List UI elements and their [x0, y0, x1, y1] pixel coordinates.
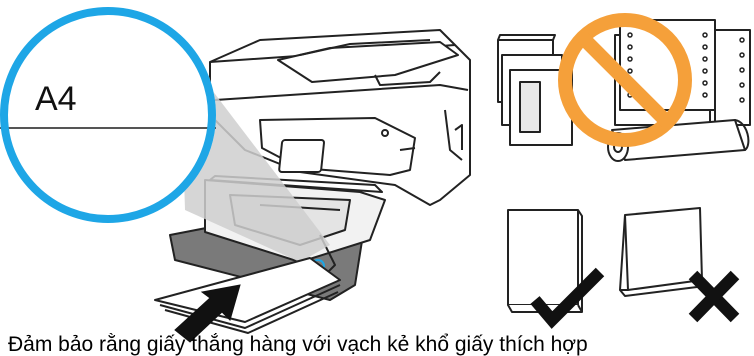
paper-size-callout: A4 [0, 7, 216, 223]
touch-screen [279, 140, 324, 172]
cross-icon [693, 275, 735, 318]
instruction-caption: Đảm bảo rằng giấy thẳng hàng với vạch kẻ… [8, 333, 754, 356]
paper-size-label: A4 [35, 80, 77, 118]
